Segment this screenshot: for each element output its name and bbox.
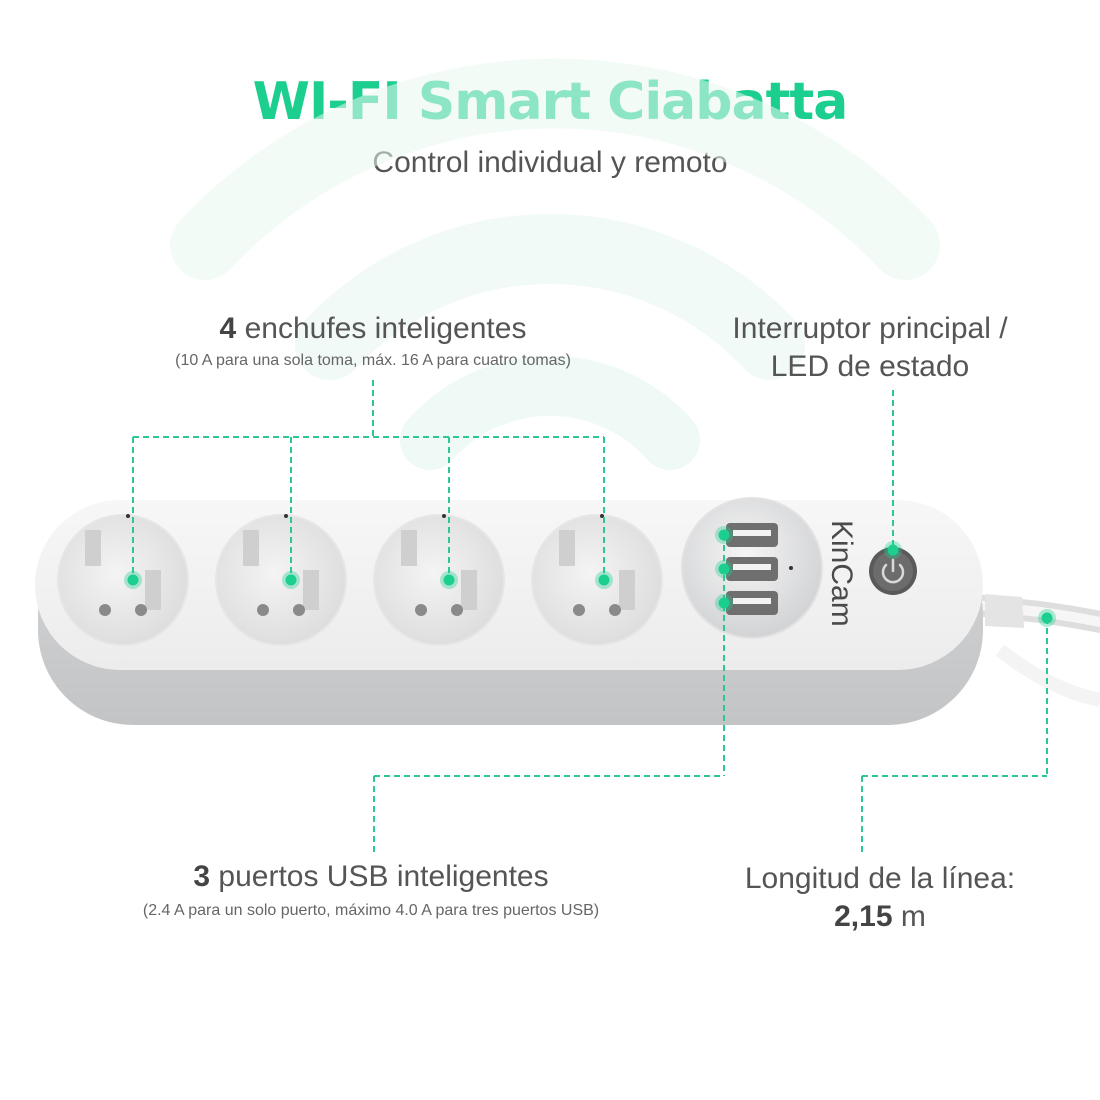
cable-callout: Longitud de la línea: 2,15 m [700,860,1060,936]
socket [57,514,189,646]
outlets-note: (10 A para una sola toma, máx. 16 A para… [175,352,571,369]
switch-label-line1: Interruptor principal / [732,312,1008,345]
cable-length-unit: m [900,900,926,933]
cable-length: 2,15 m [700,898,1060,936]
outlets-callout: 4 enchufes inteligentes (10 A para una s… [100,310,646,370]
outlets-count: 4 [219,312,237,345]
usb-note: (2.4 A para un solo puerto, máximo 4.0 A… [142,902,600,919]
cable-length-value: 2,15 [834,900,893,933]
power-button[interactable] [869,547,917,595]
socket [215,514,347,646]
page-subtitle: Control individual y remoto [372,146,728,179]
callout-lines [132,380,1048,855]
cable-label-line1: Longitud de la línea: [744,862,1016,895]
usb-callout: 3 puertos USB inteligentes (2.4 A para u… [80,858,662,920]
switch-label-line2: LED de estado [770,350,970,383]
usb-label: 3 puertos USB inteligentes [80,858,662,896]
socket [373,514,505,646]
outlets-text: enchufes inteligentes [244,312,527,345]
outlets-label: 4 enchufes inteligentes [100,310,646,348]
usb-count: 3 [193,860,211,893]
usb-hub [681,497,823,639]
socket [531,514,663,646]
brand-logo: KinCam [825,520,858,627]
callout-dots [124,526,1056,627]
wifi-icon [170,58,940,470]
usb-text: puertos USB inteligentes [218,860,549,893]
power-icon [881,558,905,584]
switch-callout: Interruptor principal / LED de estado [690,310,1050,386]
